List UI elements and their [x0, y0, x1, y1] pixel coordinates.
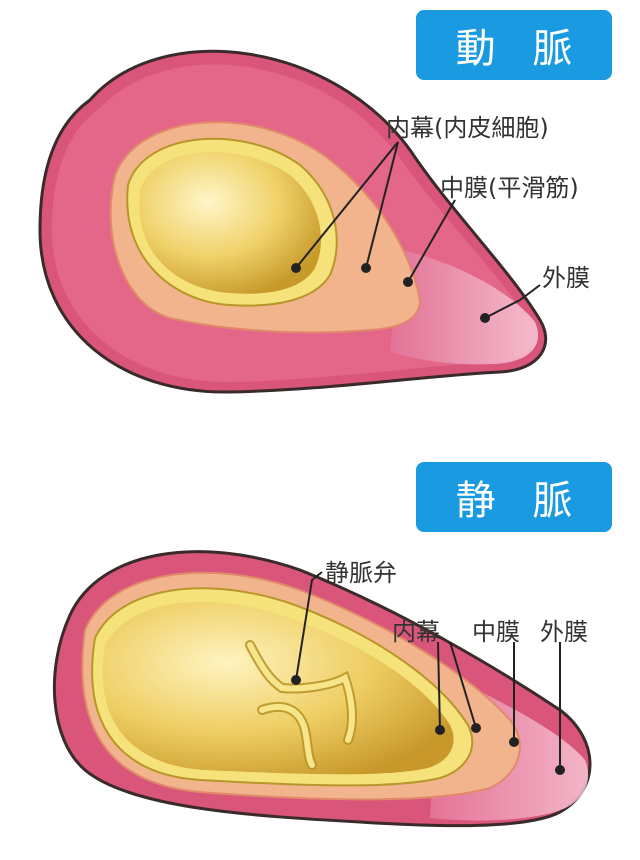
vein-valve-label: 静脈弁	[325, 553, 397, 588]
vein-panel: 静 脈 静脈弁 内幕 中膜 外膜	[0, 440, 640, 860]
artery-panel: 動 脈 内幕(内皮細胞) 中膜(平滑筋) 外膜	[0, 0, 640, 420]
artery-intima-label: 内幕(内皮細胞)	[386, 108, 549, 143]
vein-adventitia-label: 外膜	[540, 612, 588, 647]
artery-adventitia-label: 外膜	[542, 258, 590, 293]
vein-media-label: 中膜	[472, 612, 520, 647]
vein-title-badge: 静 脈	[416, 462, 612, 532]
artery-title-badge: 動 脈	[416, 10, 612, 80]
artery-media-label: 中膜(平滑筋)	[440, 168, 579, 203]
vein-intima-label: 内幕	[392, 612, 440, 647]
